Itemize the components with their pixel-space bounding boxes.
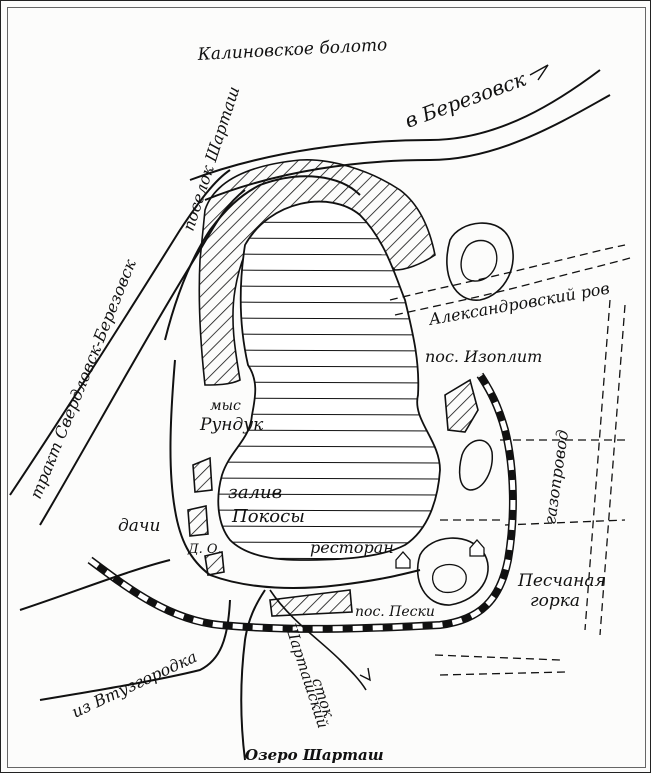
arrow-icon: [529, 64, 549, 81]
hill-peschanaya: [416, 537, 489, 606]
label-dachi: дачи: [118, 516, 160, 536]
label-gazoprovod: газопровод: [540, 429, 572, 526]
water-line: [218, 317, 440, 320]
house-icon: [395, 551, 411, 569]
label-pokosy: Покосы: [231, 506, 305, 527]
dacha-block-2: [187, 505, 209, 537]
water-line: [218, 557, 440, 560]
hill-east: [458, 439, 493, 491]
label-mys: мыс: [210, 398, 241, 414]
label-zaliv: залив: [228, 482, 282, 503]
label-aleksandrovsky: Александровский ров: [426, 278, 611, 329]
dacha-block-1: [192, 456, 213, 493]
dacha-block-3: [204, 551, 225, 576]
label-rundyk: Рундук: [199, 415, 264, 435]
water-line: [218, 477, 440, 480]
label-restoran: ресторан: [310, 538, 394, 557]
label-vtuz: из Втузгородка: [69, 647, 200, 722]
map-caption: Озеро Шарташ: [245, 746, 384, 764]
label-izoplit: пос. Изоплит: [425, 347, 542, 366]
water-line: [218, 461, 440, 464]
label-kalinovskoe: Калиновское болото: [196, 35, 388, 65]
label-do: Д. О.: [187, 542, 222, 557]
aleksandrovsky-ditch: [389, 244, 631, 316]
water-line: [218, 445, 440, 448]
shartash-outflow: [269, 589, 367, 691]
field-boundaries: [434, 439, 626, 676]
peski-area: [269, 589, 353, 617]
label-peski: пос. Пески: [355, 604, 435, 620]
izoplit-area: [444, 378, 479, 433]
water-line: [218, 285, 440, 288]
label-peschanaya: Песчаная: [517, 571, 606, 591]
water-line: [218, 509, 440, 512]
road-to-vtuzgorodok: [19, 559, 231, 701]
house-icon: [469, 539, 485, 557]
label-gorka: горка: [530, 591, 580, 611]
shore-road: [164, 175, 421, 589]
gas-pipeline: [584, 299, 626, 636]
hill-northeast: [446, 222, 514, 301]
water-line: [218, 301, 440, 304]
water-line: [218, 493, 440, 496]
water-line: [218, 525, 440, 528]
map-inner-border: [7, 7, 646, 768]
